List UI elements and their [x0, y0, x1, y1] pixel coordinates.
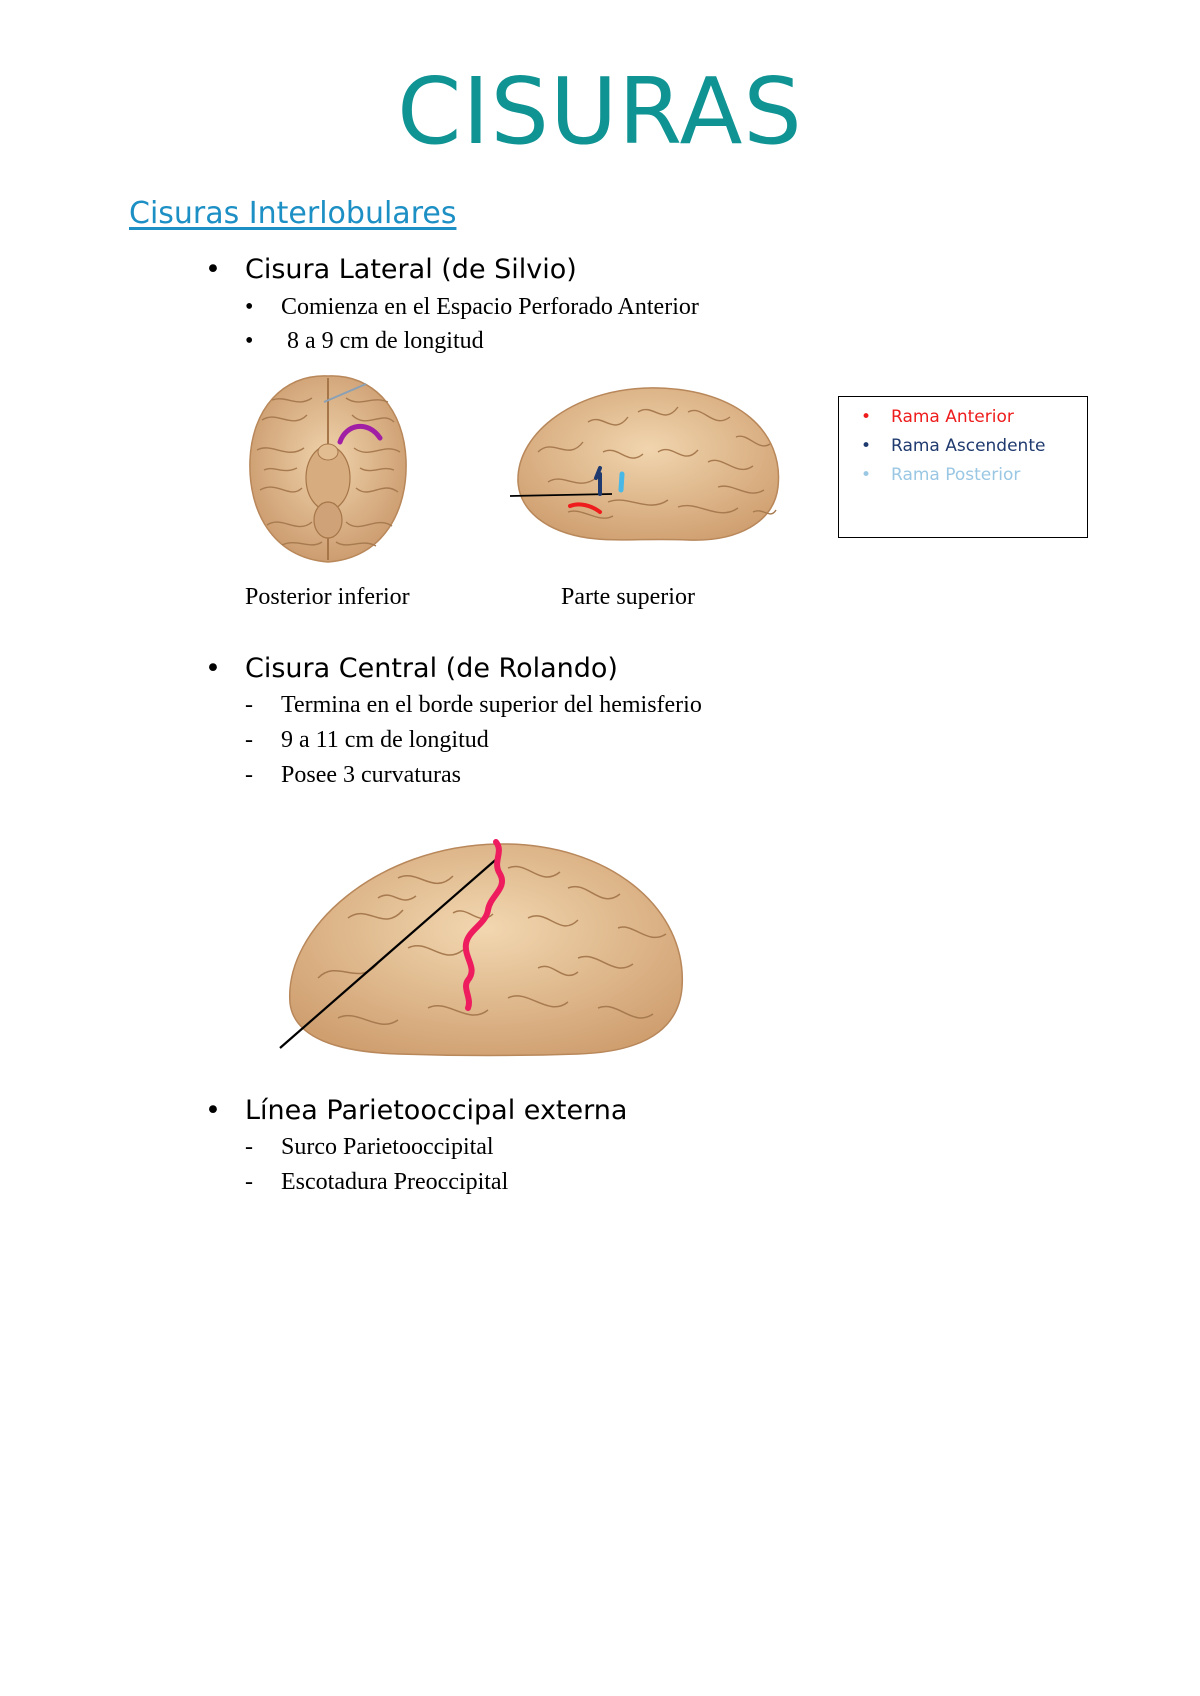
legend-dot-icon: • [861, 465, 872, 485]
caption-inferior: Posterior inferior [245, 584, 410, 610]
caption-superior: Parte superior [561, 584, 695, 610]
section-heading[interactable]: Cisuras Interlobulares [129, 196, 457, 231]
legend-dot-icon: • [861, 407, 872, 427]
ascendente-branch-mark [594, 466, 602, 496]
legend-box: •Rama Anterior •Rama Ascendente •Rama Po… [838, 396, 1088, 538]
bullet-parieto-text: Línea Parietooccipal externa [245, 1095, 628, 1126]
posterior-branch-mark [618, 471, 625, 493]
legend-item-ascendente: •Rama Ascendente [861, 436, 1046, 456]
brain-lateral-view [509, 387, 780, 541]
legend-dot-icon: • [861, 436, 872, 456]
page-title: CISURAS [397, 58, 803, 165]
bullet-central-text: Cisura Central (de Rolando) [245, 653, 618, 684]
bullet-lateral-text: Cisura Lateral (de Silvio) [245, 254, 577, 285]
brain-inferior-view [249, 375, 407, 563]
central-fissure-mark [462, 839, 505, 1011]
legend-item-posterior: •Rama Posterior [861, 465, 1021, 485]
bullet-dot: • [205, 653, 221, 684]
anterior-branch-mark [568, 502, 602, 514]
brain-central-fissure-view [279, 839, 683, 1057]
lateral-fissure-mark [337, 424, 383, 445]
bullet-dot: • [205, 254, 221, 285]
bullet-dot: • [205, 1095, 221, 1126]
legend-item-anterior: •Rama Anterior [861, 407, 1014, 427]
